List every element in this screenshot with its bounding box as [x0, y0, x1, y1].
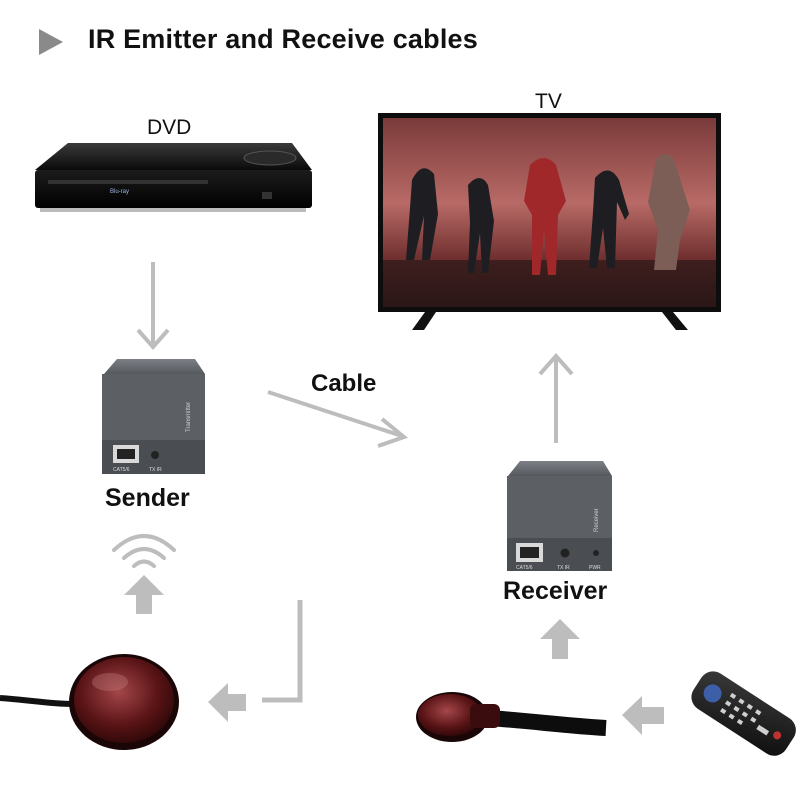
sender-side-text: Transmitter: [186, 402, 192, 432]
receiver-side-text: Receiver: [594, 508, 600, 532]
receiver-port-text: CAT5/6: [516, 565, 533, 571]
arrow-dvd-to-sender: [136, 262, 170, 351]
page-title: IR Emitter and Receive cables: [88, 24, 478, 54]
receiver-pwr-text: PWR: [589, 565, 601, 571]
receiver-ir-text: TX IR: [557, 565, 570, 571]
sender-label: Sender: [105, 484, 190, 512]
receiver-device: CAT5/6 TX IR PWR Receiver: [507, 461, 612, 571]
arrow-left-from-remote: [622, 696, 664, 735]
receiver-label: Receiver: [503, 577, 608, 605]
ir-receiver-icon: [416, 692, 607, 742]
ir-emitter-icon: [0, 654, 179, 750]
sender-ir-text: TX IR: [149, 467, 162, 473]
dvd-label: DVD: [147, 116, 192, 139]
tv-label: TV: [535, 90, 562, 113]
arrow-receiver-to-tv: [538, 352, 574, 443]
cable-arrow: [267, 390, 409, 448]
arrow-up-to-sender: [124, 575, 164, 614]
arrow-up-to-receiver: [540, 619, 580, 659]
sender-device: CAT5/6 TX IR Transmitter: [102, 359, 205, 474]
wireless-signal-icon: [112, 534, 176, 568]
title-bullet-icon: [39, 29, 63, 55]
return-connector: [262, 600, 303, 703]
svg-text:Blu-ray: Blu-ray: [110, 189, 129, 195]
remote-control-icon: [691, 671, 796, 756]
tv-icon: [378, 113, 721, 330]
sender-port-text: CAT5/6: [113, 467, 130, 473]
dvd-player-icon: Blu-ray: [35, 143, 312, 212]
arrow-left-to-emitter: [208, 683, 246, 722]
cable-label: Cable: [311, 370, 377, 397]
